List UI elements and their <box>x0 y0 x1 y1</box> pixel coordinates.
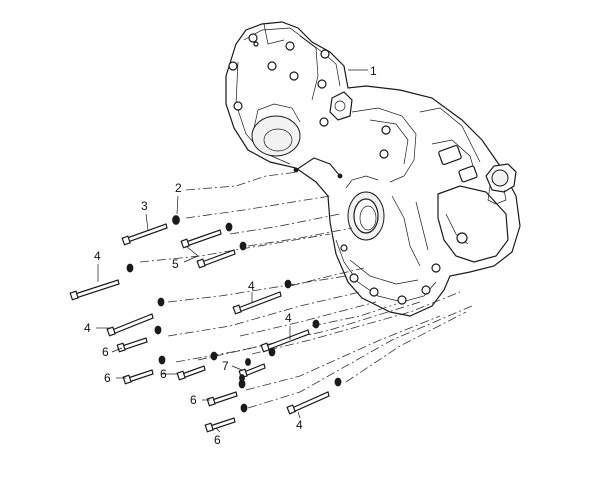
bolt-4-left <box>69 263 134 301</box>
fasteners <box>69 215 342 433</box>
callout-2: 2 <box>175 181 182 195</box>
bolt-3 <box>121 223 168 246</box>
bolt-6-b <box>122 355 166 385</box>
bolt-4-center <box>232 279 292 315</box>
callout-5: 5 <box>172 257 179 271</box>
callout-7: 7 <box>222 359 229 373</box>
callout-4-mid-right: 4 <box>285 311 292 325</box>
callout-4-lower-left: 4 <box>84 321 91 335</box>
bolt-6-a <box>116 325 162 353</box>
callout-6-b: 6 <box>104 371 111 385</box>
callout-1: 1 <box>370 64 377 78</box>
callout-4-bottom-right: 4 <box>296 418 303 432</box>
leader-lines <box>96 69 368 433</box>
bolt-5-lower <box>196 241 247 269</box>
bolt-6-c <box>176 351 218 381</box>
bolt-4-mid-right <box>260 319 320 353</box>
timing-gear-cover <box>225 21 521 317</box>
callout-labels: 1 2 3 4 4 4 4 4 5 6 6 6 6 6 7 <box>84 64 377 447</box>
bolt-6-e <box>204 403 248 433</box>
oil-filler-cap <box>485 163 517 205</box>
callout-3: 3 <box>141 199 148 213</box>
bolt-5-upper <box>180 222 233 249</box>
assembly-center-lines <box>139 171 473 409</box>
callout-4-left: 4 <box>94 249 101 263</box>
bolt-6-d <box>206 379 246 407</box>
callout-6-e: 6 <box>214 433 221 447</box>
callout-4-center: 4 <box>248 279 255 293</box>
callout-6-a: 6 <box>102 345 109 359</box>
washer-2 <box>172 215 180 225</box>
callout-6-d: 6 <box>190 393 197 407</box>
bolt-4-lower-left <box>106 297 165 337</box>
callout-6-c: 6 <box>160 367 167 381</box>
bolt-4-bottom-right <box>286 377 342 415</box>
